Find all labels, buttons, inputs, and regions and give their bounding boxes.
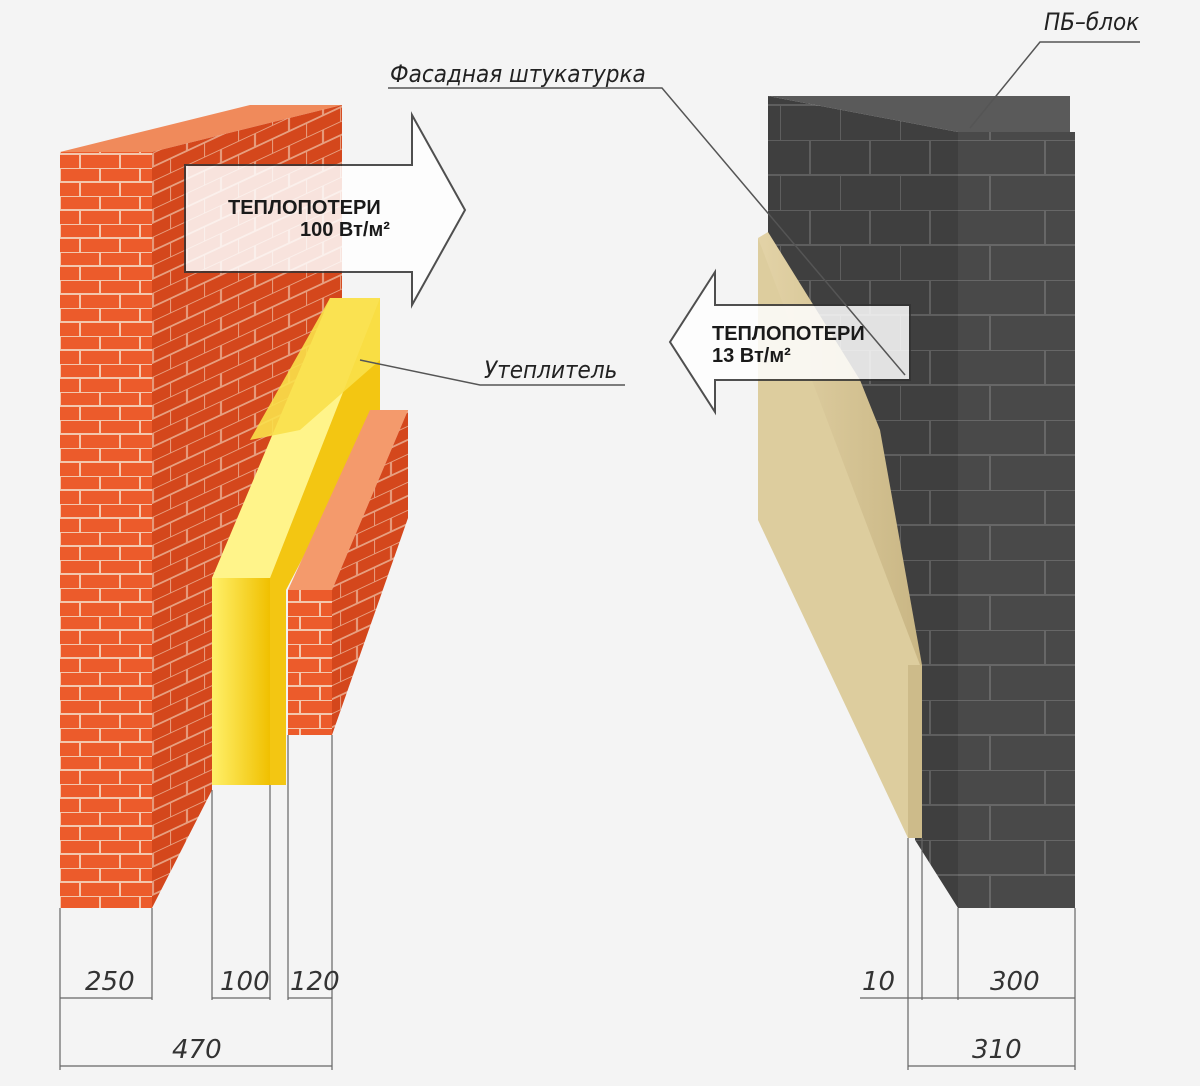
- insulation-front: [212, 578, 270, 785]
- facing-brick-top: [288, 410, 408, 590]
- facade-plaster-leader: [388, 87, 906, 376]
- brick-wall-top: [60, 105, 342, 152]
- pb-block-label: ПБ–блок: [1044, 8, 1139, 36]
- insulation-leader: [359, 359, 625, 386]
- heat-loss-right-value: 13 Вт/м²: [712, 345, 791, 367]
- dim-right-total: 310: [972, 1035, 1022, 1065]
- pb-block-leader: [969, 41, 1140, 129]
- brick-wall-assembly: [60, 105, 408, 908]
- heat-loss-arrow-right: ТЕПЛОПОТЕРИ 100 Вт/м²: [184, 111, 467, 309]
- brick-wall-side: [152, 105, 342, 908]
- dim-insulation: 100: [220, 967, 270, 997]
- heat-loss-left-value: 100 Вт/м²: [300, 219, 390, 241]
- block-wall-front: [958, 132, 1075, 908]
- plaster-front: [758, 238, 920, 838]
- dimensions-right: [860, 838, 1076, 1070]
- insulation-label: Утеплитель: [484, 356, 617, 384]
- block-wall-assembly: [758, 96, 1075, 908]
- dimensions-left: [59, 735, 333, 1070]
- insulation-curve: [250, 298, 380, 440]
- heat-loss-arrow-left: ТЕПЛОПОТЕРИ 13 Вт/м²: [668, 268, 911, 416]
- dim-plaster: 10: [862, 967, 895, 997]
- dim-block: 300: [990, 967, 1040, 997]
- dim-brick: 250: [85, 967, 135, 997]
- facing-brick-side: [332, 410, 408, 735]
- facade-plaster-label: Фасадная штукатурка: [390, 60, 646, 88]
- heat-loss-right-title: ТЕПЛОПОТЕРИ: [712, 323, 865, 345]
- insulation-side: [270, 298, 380, 785]
- plaster-edge: [908, 665, 922, 838]
- block-wall-top: [768, 96, 1070, 132]
- brick-wall-front: [60, 152, 152, 908]
- facing-brick-front: [288, 590, 332, 735]
- heat-loss-left-title: ТЕПЛОПОТЕРИ: [228, 197, 381, 219]
- dim-left-total: 470: [172, 1035, 222, 1065]
- dim-facing-brick: 120: [290, 967, 340, 997]
